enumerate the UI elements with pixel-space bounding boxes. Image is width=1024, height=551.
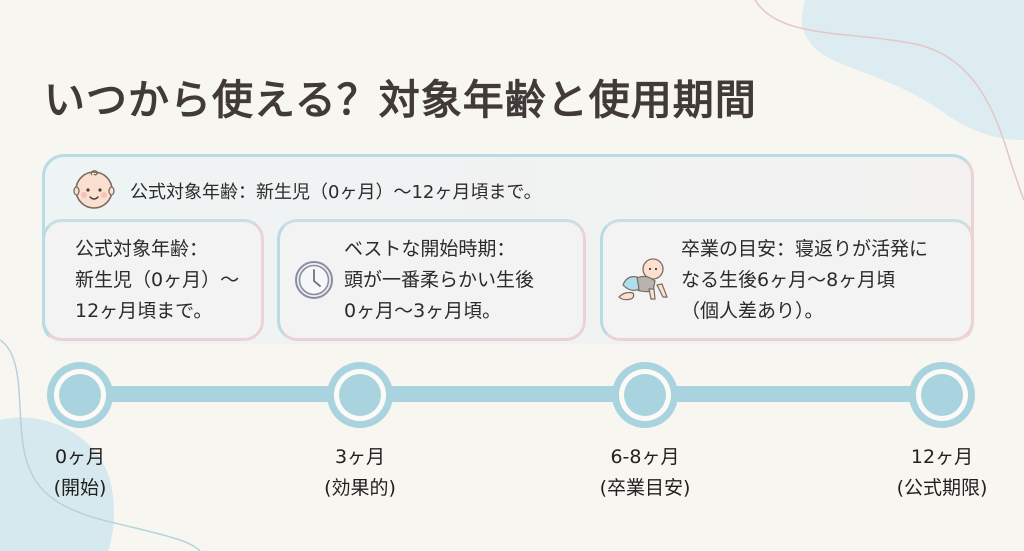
card-line: 新生児（0ヶ月）〜	[75, 268, 240, 291]
timeline-node-0	[47, 362, 113, 428]
timeline-month: 6-8ヶ月	[610, 446, 680, 468]
card-line: なる生後6ヶ月〜8ヶ月頃	[681, 268, 896, 291]
timeline-label-3: 3ヶ月 (効果的)	[280, 442, 440, 504]
card-text: ベストな開始時期： 頭が一番柔らかい生後 0ヶ月〜3ヶ月頃。	[344, 234, 534, 327]
timeline-sublabel: (効果的)	[324, 477, 396, 499]
timeline-label-0: 0ヶ月 (開始)	[0, 442, 160, 504]
crawling-baby-icon	[615, 255, 671, 305]
timeline-sublabel: (卒業目安)	[599, 477, 691, 499]
card-line: 頭が一番柔らかい生後	[344, 268, 535, 291]
summary-row: 公式対象年齢：新生児（0ヶ月）〜12ヶ月頃まで。	[72, 166, 542, 216]
card-graduation: 卒業の目安：寝返りが活発に なる生後6ヶ月〜8ヶ月頃 （個人差あり）。	[600, 219, 974, 341]
card-best-start: ベストな開始時期： 頭が一番柔らかい生後 0ヶ月〜3ヶ月頃。	[277, 219, 586, 341]
timeline-node-6-8	[612, 362, 678, 428]
card-line: 公式対象年齢：	[75, 237, 209, 260]
card-line: ベストな開始時期：	[344, 237, 516, 260]
card-line: 卒業の目安：寝返りが活発に	[681, 237, 929, 260]
timeline-month: 3ヶ月	[334, 446, 386, 468]
timeline-sublabel: (公式期限)	[896, 477, 988, 499]
timeline-label-6-8: 6-8ヶ月 (卒業目安)	[565, 442, 725, 504]
timeline-month: 0ヶ月	[54, 446, 106, 468]
card-official-age: 公式対象年齢： 新生児（0ヶ月）〜 12ヶ月頃まで。	[42, 219, 264, 341]
card-text: 公式対象年齢： 新生児（0ヶ月）〜 12ヶ月頃まで。	[75, 234, 239, 327]
timeline-label-12: 12ヶ月 (公式期限)	[862, 442, 1022, 504]
summary-text: 公式対象年齢：新生児（0ヶ月）〜12ヶ月頃まで。	[130, 182, 542, 203]
clock-icon	[294, 260, 334, 300]
timeline-sublabel: (開始)	[53, 477, 107, 499]
baby-face-icon	[72, 167, 116, 215]
timeline-month: 12ヶ月	[910, 446, 974, 468]
card-line: 0ヶ月〜3ヶ月頃。	[344, 299, 502, 322]
card-line: 12ヶ月頃まで。	[75, 299, 213, 322]
timeline-node-12	[909, 362, 975, 428]
card-line: （個人差あり）。	[681, 299, 824, 322]
page-title: いつから使える？対象年齢と使用期間	[44, 76, 757, 124]
timeline-track	[80, 386, 942, 402]
timeline-node-3	[327, 362, 393, 428]
card-text: 卒業の目安：寝返りが活発に なる生後6ヶ月〜8ヶ月頃 （個人差あり）。	[681, 234, 928, 327]
